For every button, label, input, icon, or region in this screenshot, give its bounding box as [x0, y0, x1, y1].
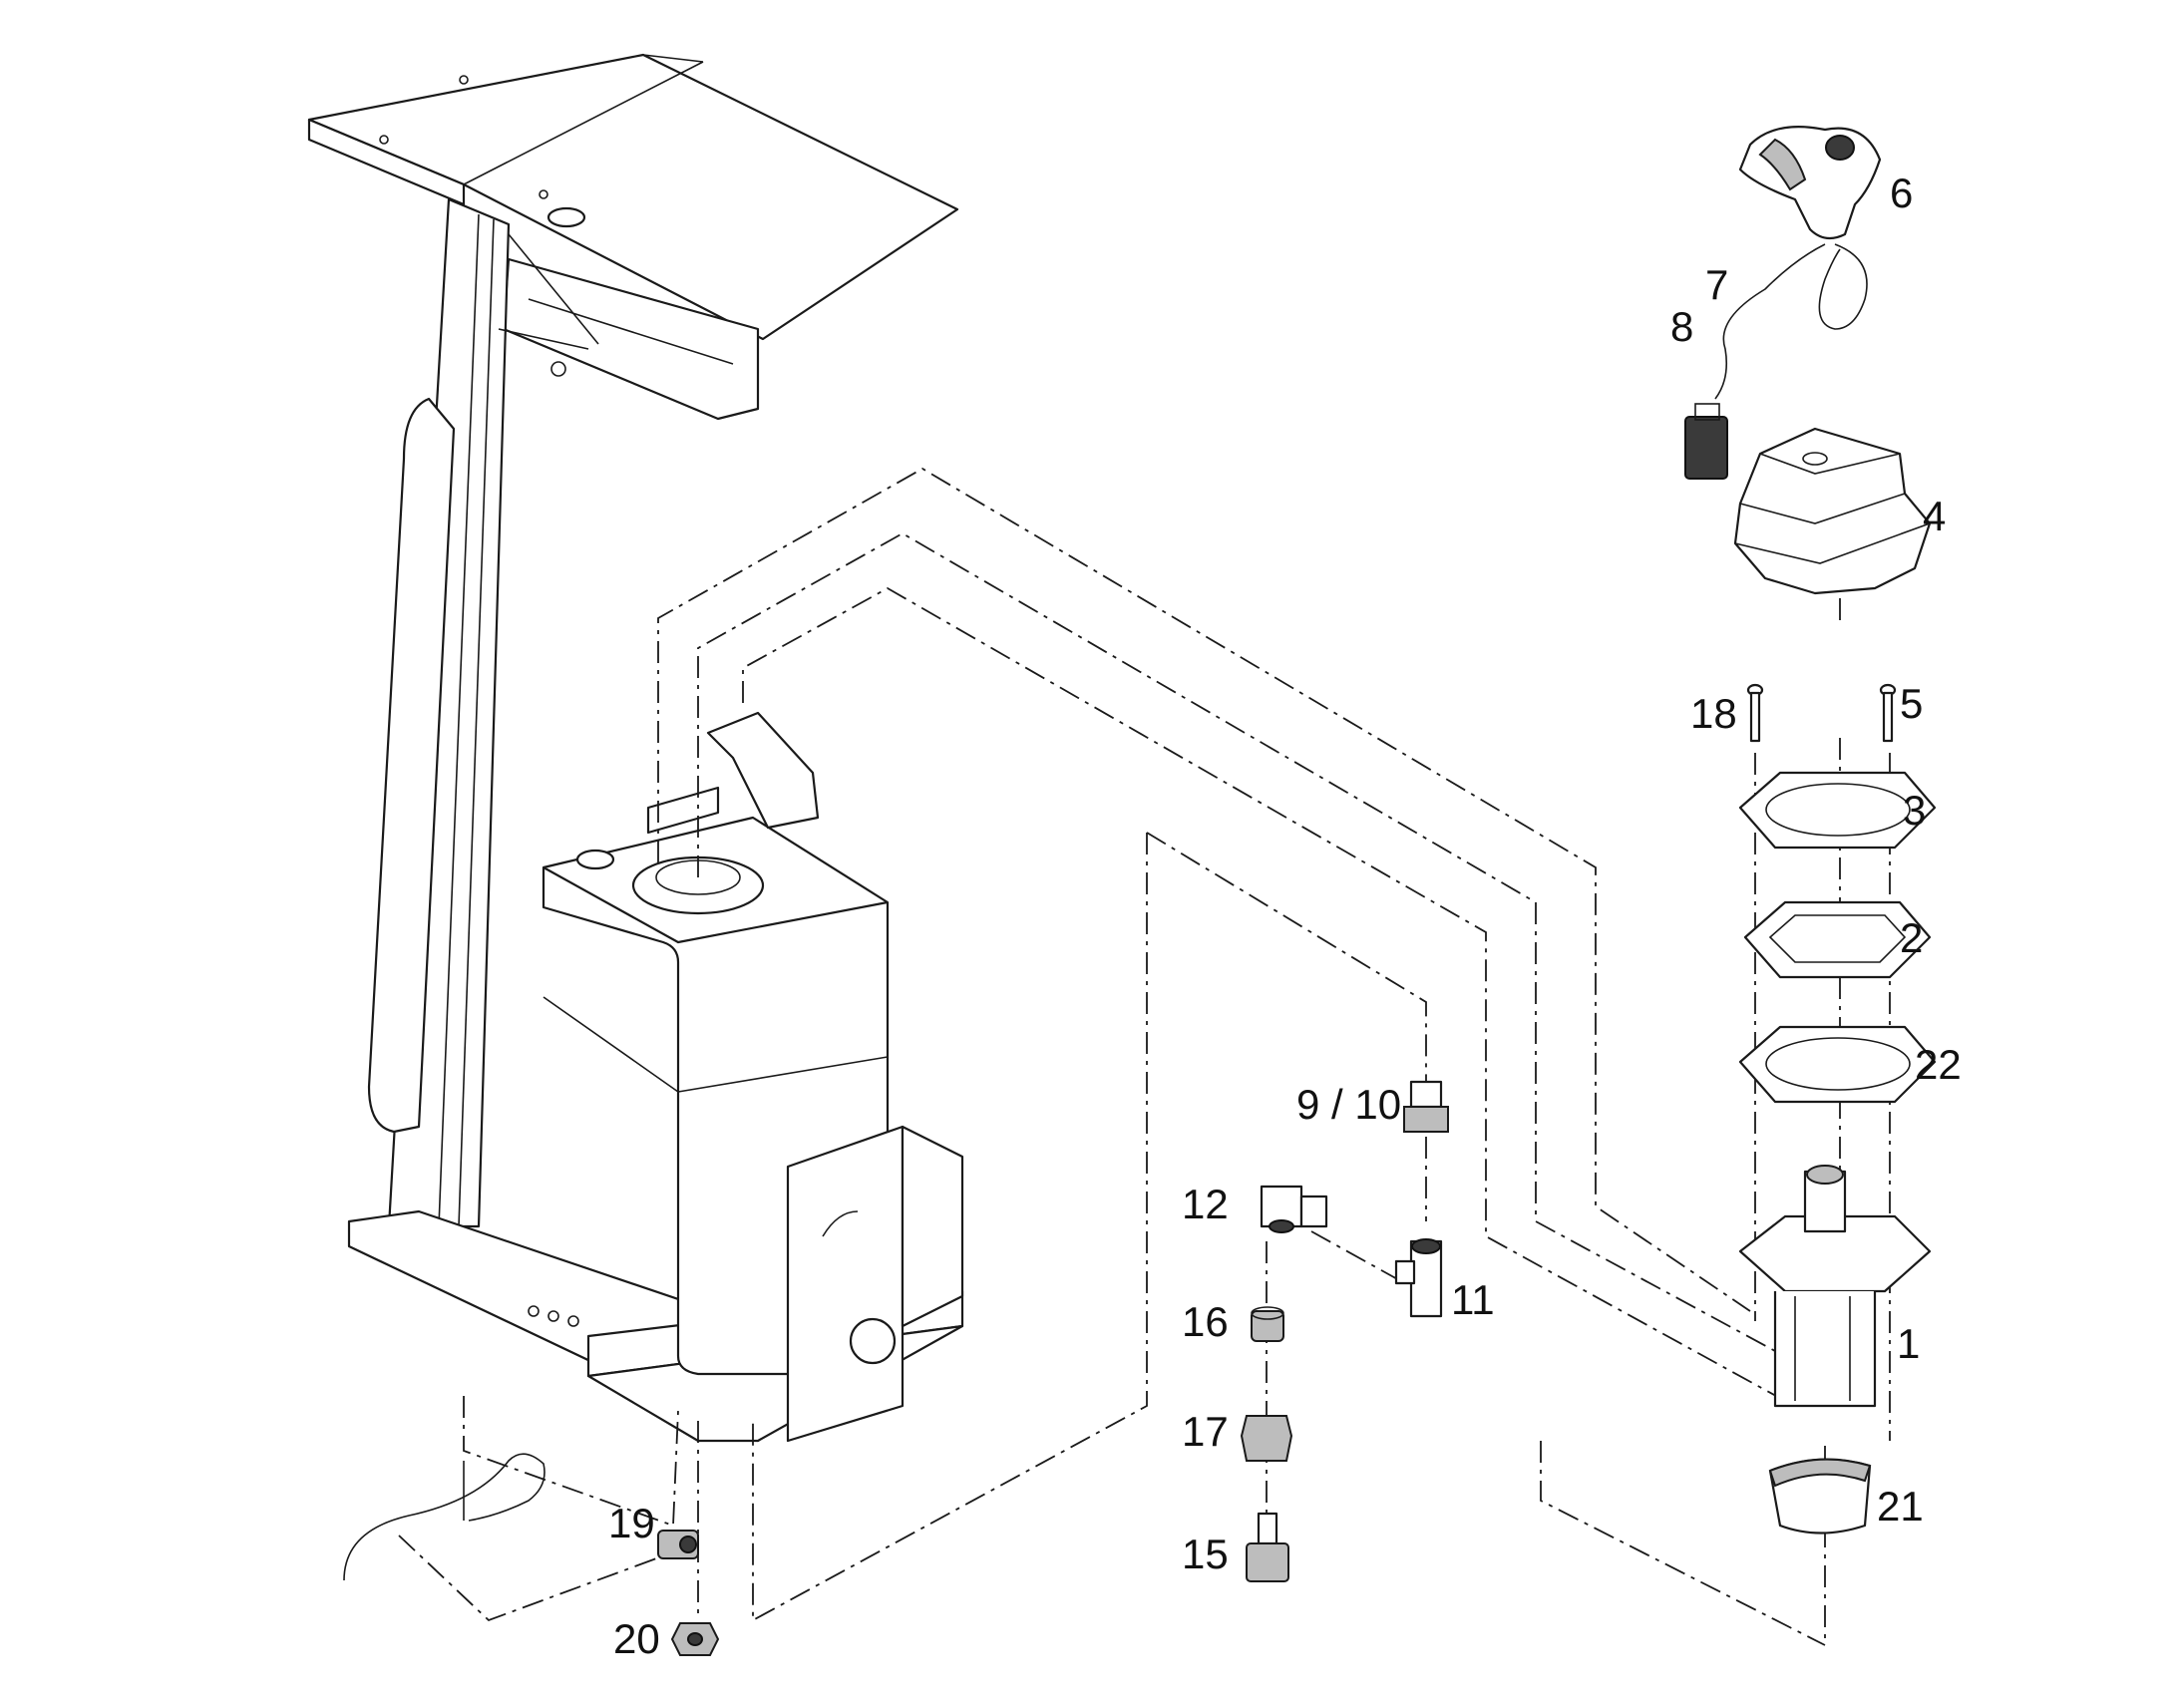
assembly-lines [398, 439, 1891, 1646]
callout-9-10: 9 / 10 [1296, 1081, 1401, 1128]
side-bracket [786, 1125, 905, 1443]
frame-assembly [307, 53, 964, 1581]
wire [1714, 243, 1826, 400]
callout-22: 22 [1915, 1041, 1962, 1088]
callout-20: 20 [613, 1615, 660, 1662]
callout-18: 18 [1690, 690, 1737, 737]
fitting-17 [1240, 1415, 1293, 1462]
rear-cylinder [367, 397, 456, 1134]
callout-11: 11 [1451, 1276, 1495, 1323]
fitting-12 [1260, 1185, 1328, 1233]
callout-3: 3 [1903, 787, 1926, 834]
callout-19: 19 [608, 1500, 655, 1546]
fitting-11 [1394, 1238, 1443, 1318]
callout-5: 5 [1900, 680, 1923, 727]
callout-4: 4 [1923, 493, 1946, 539]
callout-7: 7 [1705, 261, 1728, 308]
nut-20 [670, 1622, 720, 1656]
callout-15: 15 [1182, 1531, 1229, 1577]
connector [1684, 416, 1728, 480]
fitting-15 [1246, 1512, 1289, 1582]
callout-21: 21 [1877, 1483, 1924, 1530]
cable [343, 1453, 545, 1581]
callout-6: 6 [1890, 170, 1913, 216]
fittings [657, 1080, 1449, 1656]
fitting-9-10 [1403, 1080, 1449, 1133]
callout-12: 12 [1182, 1181, 1229, 1227]
callout-labels: 1 2 3 4 5 6 7 8 9 / 10 11 12 15 16 17 18… [608, 170, 1962, 1662]
rubber-boot [1733, 427, 1932, 595]
joystick-stack [1684, 126, 1937, 1535]
callout-2: 2 [1900, 914, 1923, 961]
fitting-16 [1251, 1306, 1284, 1342]
callout-1: 1 [1897, 1320, 1920, 1367]
callout-17: 17 [1182, 1408, 1229, 1455]
callout-8: 8 [1670, 303, 1693, 350]
callout-16: 16 [1182, 1298, 1229, 1345]
screw-18 [1746, 683, 1764, 743]
screw-5 [1879, 683, 1897, 743]
clamp-19 [657, 1530, 699, 1559]
joystick-handle [1738, 126, 1882, 240]
